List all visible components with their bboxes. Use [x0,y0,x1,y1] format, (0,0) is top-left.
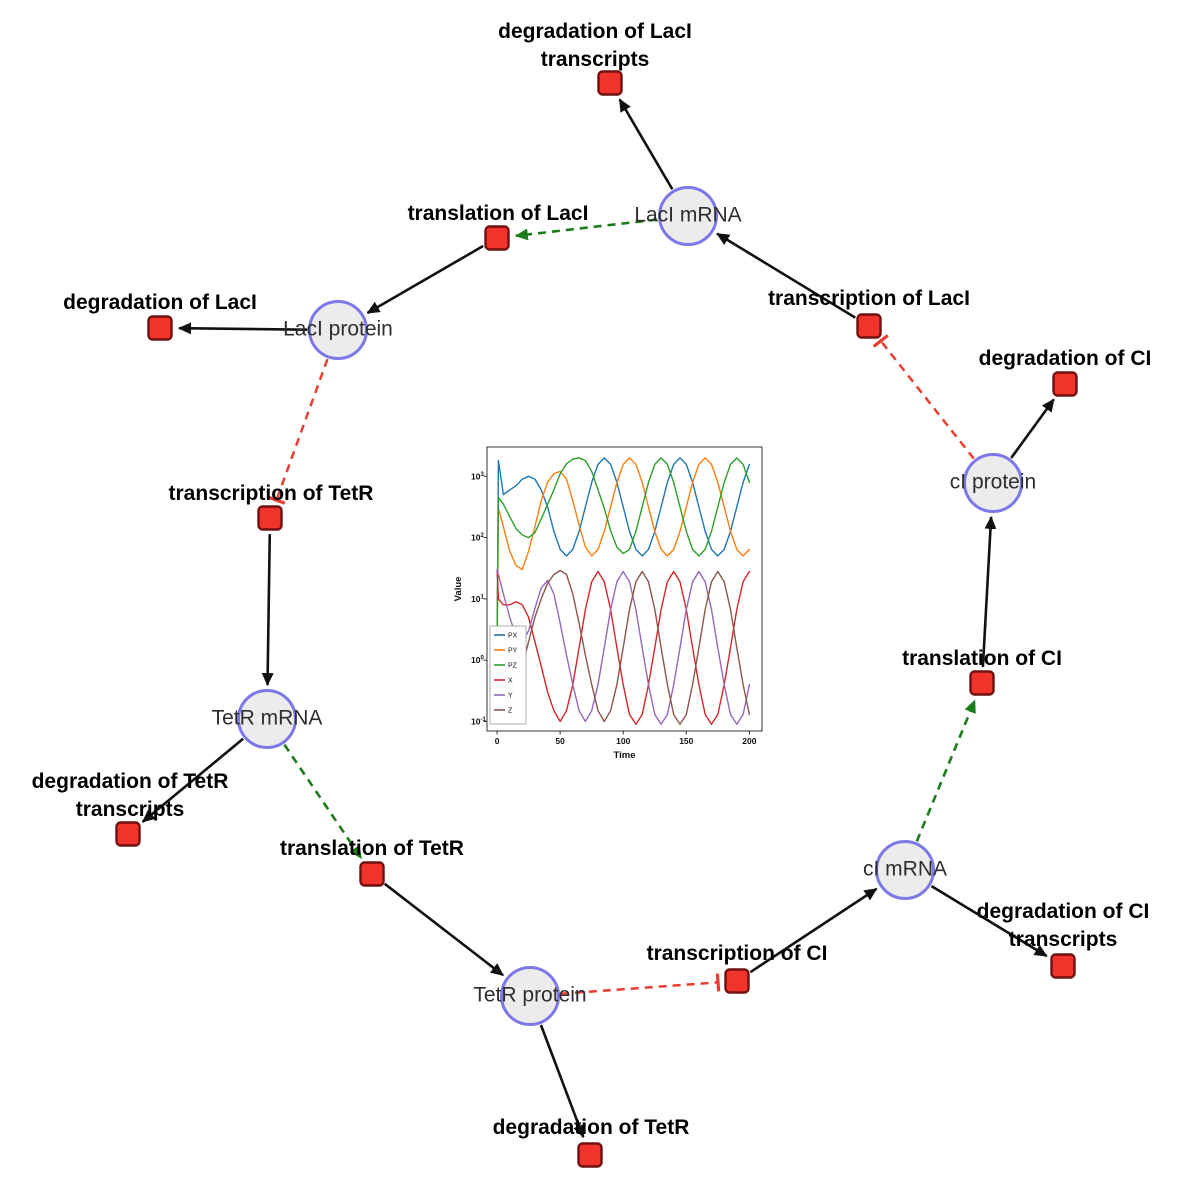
y-tick-label: 10-1 [471,717,486,727]
reaction-label-deg_ci_tx: transcripts [1009,928,1118,951]
reaction-label-deg_laci_tx: transcripts [541,48,650,71]
series-line-Z [496,569,751,725]
edge-modifier-ci_mrna-transl_ci [915,699,976,842]
legend-box [489,625,527,725]
legend-label-PY: PY [508,648,518,655]
reaction-label-deg_tetr_tx: transcripts [76,798,185,821]
series-line-PY [496,457,751,643]
reaction-label-transcr_tetr: transcription of TetR [169,482,374,505]
species-label-ci_protein: cI protein [950,471,1036,494]
legend-label-PX: PX [508,633,518,640]
species-node-tetr_mrna[interactable] [237,689,297,749]
edge-reaction-transl_laci-laci_protein [366,244,484,315]
edge-modifier-tetr_mrna-transl_tetr [283,743,363,860]
reaction-label-deg_tetr: degradation of TetR [493,1116,690,1139]
y-tick-label: 101 [471,594,484,604]
legend-label-X: X [508,678,513,685]
species-label-laci_mrna: LacI mRNA [634,204,741,227]
legend-label-Y: Y [508,693,513,700]
species-node-ci_mrna[interactable] [875,840,935,900]
edge-reaction-ci_protein-deg_ci [1010,398,1055,459]
series-line-PZ [496,457,751,643]
species-label-tetr_mrna: TetR mRNA [212,707,323,730]
edge-reaction-tetr_mrna-deg_tetr_tx [141,737,244,823]
edge-reaction-laci_mrna-deg_laci_tx [618,98,674,190]
reaction-node-deg_tetr[interactable] [577,1142,603,1168]
reaction-label-transl_tetr: translation of TetR [280,837,464,860]
series-line-PX [496,457,751,643]
y-tick-label: 103 [471,471,484,481]
x-tick-label: 0 [495,736,500,746]
y-axis-label: Value [453,577,464,602]
edge-reaction-transl_tetr-tetr_protein [383,882,504,977]
reaction-label-deg_ci: degradation of CI [979,347,1152,370]
edge-inhibition-laci_protein-transcr_tetr [267,358,329,505]
reaction-label-deg_tetr_tx: degradation of TetR [32,770,229,793]
x-axis-label: Time [613,750,635,761]
y-tick-label: 102 [471,533,484,543]
edge-reaction-transcr_laci-laci_mrna [716,232,857,319]
edge-reaction-laci_protein-deg_laci [177,322,308,335]
species-label-ci_mrna: cI mRNA [863,858,947,881]
reaction-label-transl_ci: translation of CI [902,647,1062,670]
y-tick-label: 100 [471,655,484,665]
reaction-label-deg_laci_tx: degradation of LacI [498,20,692,43]
edge-reaction-transcr_ci-ci_mrna [749,887,878,974]
x-tick-label: 200 [742,736,756,746]
edge-reaction-tetr_protein-deg_tetr [539,1024,585,1139]
reaction-node-transl_tetr[interactable] [359,861,385,887]
reaction-node-transcr_tetr[interactable] [257,505,283,531]
species-node-tetr_protein[interactable] [500,966,560,1026]
reaction-label-transcr_laci: transcription of LacI [768,287,970,310]
reaction-node-deg_laci_tx[interactable] [597,70,623,96]
x-tick-label: 100 [616,736,630,746]
reaction-label-transl_laci: translation of LacI [408,202,589,225]
species-node-ci_protein[interactable] [963,453,1023,513]
series-line-Y [496,568,751,725]
edge-inhibition-tetr_protein-transcr_ci [560,973,721,996]
edge-modifier-laci_mrna-transl_laci [514,218,658,241]
edges-layer [141,98,1055,1139]
species-node-laci_mrna[interactable] [658,186,718,246]
edge-reaction-transcr_tetr-tetr_mrna [261,533,274,687]
reaction-node-deg_tetr_tx[interactable] [115,821,141,847]
reaction-label-deg_ci_tx: degradation of CI [977,900,1150,923]
plot-frame [486,446,763,732]
species-nodes-layer [237,186,1023,1026]
species-label-laci_protein: LacI protein [283,318,393,341]
reaction-node-deg_laci[interactable] [147,315,173,341]
reaction-node-deg_ci[interactable] [1052,371,1078,397]
x-tick-label: 50 [555,736,565,746]
species-node-laci_protein[interactable] [308,300,368,360]
edge-reaction-ci_mrna-deg_ci_tx [930,884,1048,958]
reaction-node-transl_laci[interactable] [484,225,510,251]
reaction-node-transcr_ci[interactable] [724,968,750,994]
edge-inhibition-ci_protein-transcr_laci [872,334,975,460]
reaction-label-transcr_ci: transcription of CI [647,942,828,965]
edge-reaction-transl_ci-ci_protein [981,515,997,668]
reaction-nodes-layer [115,70,1078,1168]
x-tick-label: 150 [679,736,693,746]
reaction-node-deg_ci_tx[interactable] [1050,953,1076,979]
species-label-tetr_protein: TetR protein [473,984,586,1007]
legend-label-Z: Z [508,708,513,715]
reaction-node-transcr_laci[interactable] [856,313,882,339]
legend-label-PZ: PZ [508,663,518,670]
reaction-node-transl_ci[interactable] [969,670,995,696]
reaction-label-deg_laci: degradation of LacI [63,291,257,314]
